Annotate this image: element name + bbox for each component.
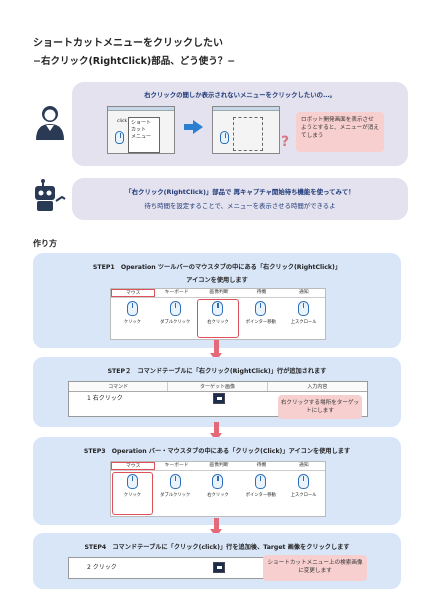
toolbar-double-click[interactable]: ダブルクリック xyxy=(154,471,197,498)
arrow-stem xyxy=(214,518,219,530)
scroll-up-icon xyxy=(298,301,310,316)
tab-image[interactable]: 画像判断 xyxy=(209,290,229,295)
tab-keyboard[interactable]: キーボード xyxy=(164,463,189,468)
tab-mouse[interactable]: マウス xyxy=(111,289,156,297)
tab-notify[interactable]: 通知 xyxy=(299,463,309,468)
person-icon xyxy=(36,106,64,140)
section-title: 作り方 xyxy=(33,239,57,248)
pointer-move-icon xyxy=(255,301,267,316)
operation-toolbar: マウス キーボード 画像判断 待機 通知 クリック ダブルクリック 右クリック … xyxy=(110,288,326,340)
window-after xyxy=(212,106,280,154)
answer-line2: 待ち時間を設定することで、メニューを表示させる時間ができるよ xyxy=(144,202,336,210)
shortcut-menu: ショート カット メニュー xyxy=(128,117,160,153)
step4-note: ショートカットメニュー上の検索画像に変更します xyxy=(263,555,367,581)
row-command: 右クリック xyxy=(92,395,123,402)
row-number: 2 xyxy=(87,564,91,571)
click-label: click xyxy=(117,119,128,124)
step2-panel: STEP２ コマンドテーブルに「右クリック(RightClick)」行が追加され… xyxy=(33,357,401,427)
arrow-stem xyxy=(214,340,219,354)
toolbar-pointer-move[interactable]: ポインター移動 xyxy=(239,298,282,325)
missing-menu xyxy=(233,117,263,151)
step1-heading-1: STEP1 Operation ツールバーのマウスタブの中にある「右クリック(R… xyxy=(92,264,342,271)
row-command: クリック xyxy=(92,564,117,571)
toolbar-right-click[interactable]: 右クリック xyxy=(197,471,240,498)
tab-notify[interactable]: 通知 xyxy=(299,290,309,295)
window-before: ショート カット メニュー click xyxy=(107,106,175,154)
toolbar-double-click[interactable]: ダブルクリック xyxy=(154,298,197,325)
command-table: 2 クリック xyxy=(68,557,308,579)
toolbar-click[interactable]: クリック xyxy=(111,471,154,498)
step1-panel: STEP1 Operation ツールバーのマウスタブの中にある「右クリック(R… xyxy=(33,253,401,348)
mouse-click-icon xyxy=(126,301,138,316)
step2-heading: STEP２ コマンドテーブルに「右クリック(RightClick)」行が追加され… xyxy=(107,368,327,375)
step4-heading: STEP4 コマンドテーブルに「クリック(click)」行を追加後、Target… xyxy=(84,544,350,551)
tab-wait[interactable]: 待機 xyxy=(256,290,267,295)
scroll-up-icon xyxy=(298,474,310,489)
step1-heading-2: アイコンを使用します xyxy=(186,277,248,284)
mouse-double-click-icon xyxy=(169,474,181,489)
question-icon: ? xyxy=(281,134,289,150)
target-image[interactable] xyxy=(213,562,225,573)
problem-bubble: 右クリックの間しか表示されないメニューをクリックしたいの…。 ショート カット … xyxy=(72,82,408,166)
step4-panel: STEP4 コマンドテーブルに「クリック(click)」行を追加後、Target… xyxy=(33,533,401,589)
col-command: コマンド xyxy=(69,382,169,391)
toolbar-click[interactable]: クリック xyxy=(111,298,154,325)
svg-text:?: ? xyxy=(281,134,289,150)
mouse-icon xyxy=(220,131,229,144)
page-subtitle: −右クリック(RightClick)部品、どう使う？− xyxy=(33,56,236,67)
step2-note: 右クリックする場所をターゲットにします xyxy=(278,395,362,419)
mouse-right-click-icon xyxy=(212,474,224,489)
toolbar-pointer-move[interactable]: ポインター移動 xyxy=(239,471,282,498)
toolbar-right-click[interactable]: 右クリック xyxy=(197,298,240,325)
operation-toolbar: マウス キーボード 画像判断 待機 通知 クリック ダブルクリック 右クリック … xyxy=(110,461,326,517)
arrow-stem xyxy=(214,422,219,434)
tab-keyboard[interactable]: キーボード xyxy=(164,290,189,295)
right-click-highlight xyxy=(197,299,239,338)
answer-bubble: 「右クリック(RightClick)」部品で 再キャプチャ開始待ち機能を使ってみ… xyxy=(72,178,408,220)
arrow-stem xyxy=(184,124,194,130)
tab-wait[interactable]: 待機 xyxy=(256,463,267,468)
table-row[interactable]: 1 右クリック xyxy=(69,392,367,406)
toolbar-scroll-up[interactable]: 上スクロール xyxy=(282,471,325,498)
pointer-move-icon xyxy=(255,474,267,489)
row-number: 1 xyxy=(87,395,91,402)
mouse-right-click-icon xyxy=(212,301,224,316)
step3-heading: STEP3 Operation バー・マウスタブの中にある「クリック(Click… xyxy=(83,448,351,455)
mouse-icon xyxy=(115,131,124,144)
target-image[interactable] xyxy=(213,393,225,404)
tab-image[interactable]: 画像判断 xyxy=(209,463,229,468)
arrow-right-icon xyxy=(193,120,203,134)
step3-panel: STEP3 Operation バー・マウスタブの中にある「クリック(Click… xyxy=(33,437,401,525)
robot-icon xyxy=(35,179,66,211)
col-input: 入力内容 xyxy=(307,384,328,390)
toolbar-scroll-up[interactable]: 上スクロール xyxy=(282,298,325,325)
problem-note: ロボット開発画面を表示させようとすると、メニューが消えてしまう xyxy=(296,112,384,152)
click-highlight xyxy=(112,472,153,515)
col-target: ターゲット画像 xyxy=(168,382,268,391)
tab-mouse[interactable]: マウス xyxy=(111,462,156,470)
mouse-click-icon xyxy=(126,474,138,489)
page-title: ショートカットメニューをクリックしたい xyxy=(33,38,223,49)
table-row[interactable]: 2 クリック xyxy=(69,558,307,578)
mouse-double-click-icon xyxy=(169,301,181,316)
answer-line1: 「右クリック(RightClick)」部品で 再キャプチャ開始待ち機能を使ってみ… xyxy=(125,188,355,196)
problem-text: 右クリックの間しか表示されないメニューをクリックしたいの…。 xyxy=(144,91,336,99)
